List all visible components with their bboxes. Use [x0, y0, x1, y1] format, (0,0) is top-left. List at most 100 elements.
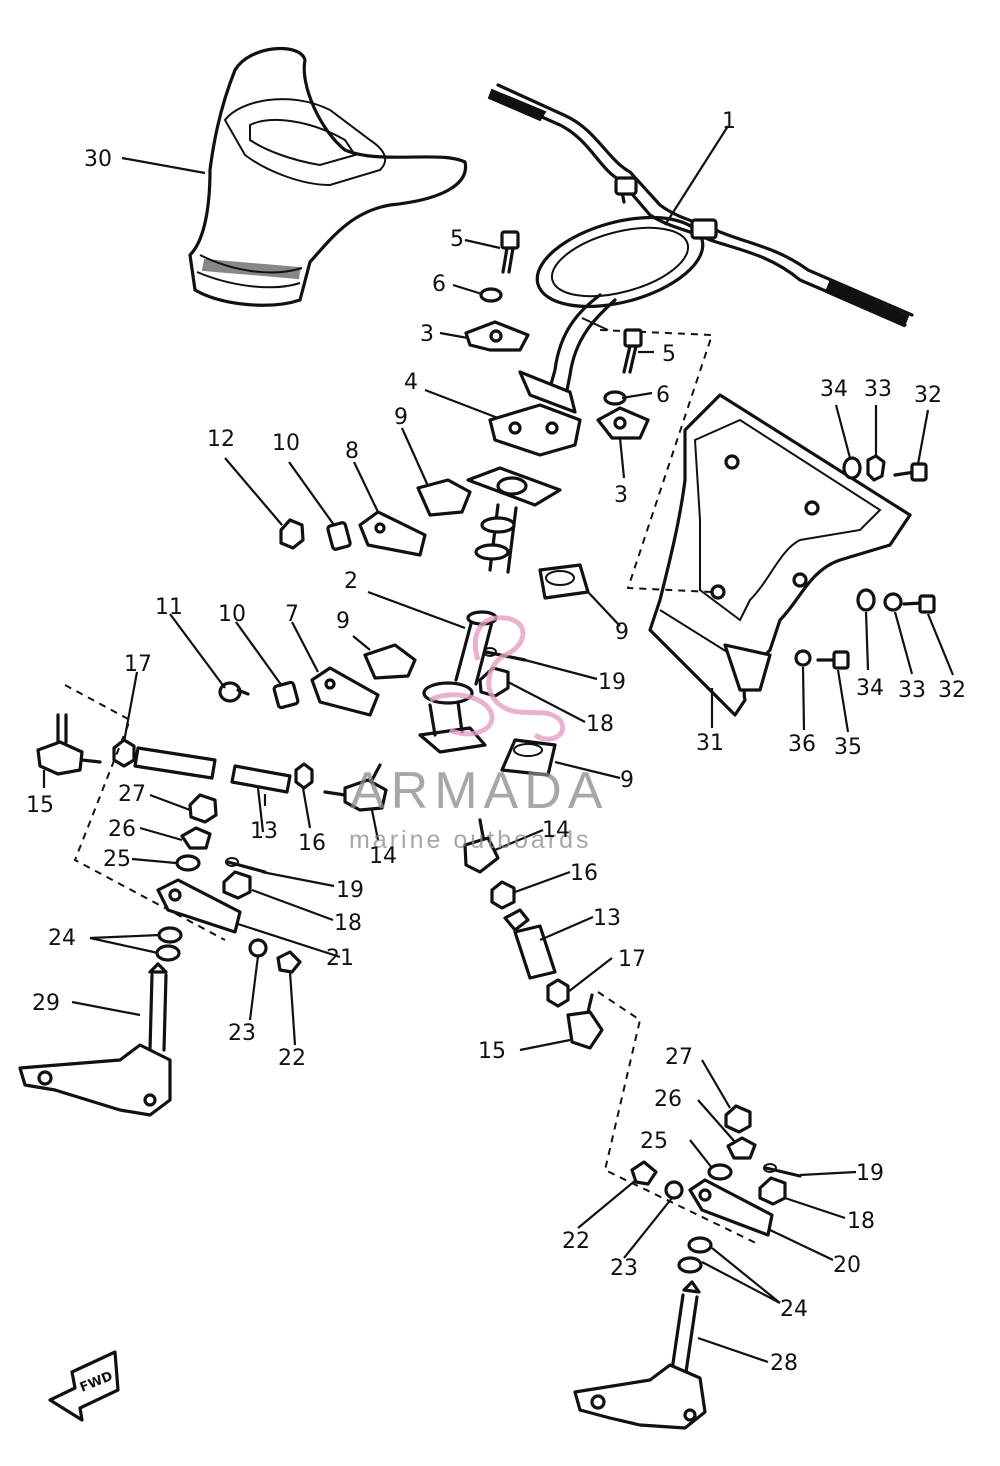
- part-25-washer-right: [707, 1163, 733, 1181]
- part-24-washers-right: [677, 1236, 713, 1274]
- part-26-collar-left: [180, 826, 212, 850]
- watermark-tagline: marine outboards: [349, 826, 592, 854]
- part-13-rod-right: [503, 908, 557, 980]
- part-34-washer-lower: [856, 588, 876, 612]
- callout-8: 8: [345, 439, 359, 464]
- callout-2: 2: [344, 569, 358, 594]
- callout-7: 7: [285, 602, 299, 627]
- callout-33: 33: [864, 377, 892, 402]
- callout-19: 19: [856, 1161, 884, 1186]
- callout-24: 24: [48, 926, 76, 951]
- callout-18: 18: [847, 1209, 875, 1234]
- dashed-guide-right: [597, 991, 761, 1246]
- callout-22: 22: [278, 1046, 306, 1071]
- callout-1: 1: [722, 109, 736, 134]
- part-34-washer-upper: [842, 456, 862, 480]
- part-18-nut-upper: [478, 666, 510, 698]
- part-15-joint-right: [566, 993, 604, 1050]
- part-36-washer: [794, 649, 812, 667]
- part-4-holder: [488, 403, 582, 457]
- part-19-cotter-left: [225, 857, 267, 874]
- part-12-nut: [279, 518, 305, 550]
- callout-31: 31: [696, 731, 724, 756]
- part-24-washers-left: [155, 926, 183, 962]
- part-18-nut-right: [758, 1176, 787, 1206]
- part-21-arm-left: [156, 878, 242, 934]
- callout-25: 25: [103, 847, 131, 872]
- part-10-collar-a: [326, 521, 352, 551]
- callout-9: 9: [615, 620, 629, 645]
- callout-5: 5: [662, 342, 676, 367]
- part-10-collar-b: [272, 680, 300, 710]
- part-3-clamp-lower: [596, 406, 650, 440]
- callout-6: 6: [656, 383, 670, 408]
- callout-23: 23: [610, 1256, 638, 1281]
- leader-lines: [42, 125, 955, 1364]
- callout-4: 4: [404, 370, 418, 395]
- part-27-nut-left: [188, 793, 218, 824]
- part-32-bolt-lower: [902, 594, 936, 614]
- callout-26: 26: [654, 1087, 682, 1112]
- part-7-arm: [310, 666, 380, 717]
- watermark: ARMADA marine outboards: [349, 615, 602, 854]
- callout-5: 5: [450, 227, 464, 252]
- callout-18: 18: [586, 712, 614, 737]
- callout-14: 14: [369, 844, 397, 869]
- callout-27: 27: [665, 1045, 693, 1070]
- part-6-washer-upper: [479, 287, 503, 303]
- part-26-collar-right: [726, 1136, 757, 1160]
- callout-30: 30: [84, 147, 112, 172]
- dashed-guide-handlebar: [599, 329, 714, 593]
- part-19-cotter-right: [763, 1163, 802, 1178]
- callout-12: 12: [207, 427, 235, 452]
- part-25-washer-left: [175, 854, 201, 872]
- part-8-arm: [358, 510, 427, 557]
- part-1-handlebar: [487, 83, 914, 414]
- part-28-knuckle-right: [573, 1280, 707, 1430]
- part-13-rod-left: [133, 746, 292, 794]
- dashed-guide-left: [64, 684, 226, 941]
- callout-9: 9: [336, 609, 350, 634]
- callout-35: 35: [834, 735, 862, 760]
- callout-13: 13: [250, 819, 278, 844]
- part-32-bolt-upper: [893, 462, 928, 482]
- callout-33: 33: [898, 678, 926, 703]
- callout-16: 16: [298, 831, 326, 856]
- callout-10: 10: [272, 431, 300, 456]
- callout-14: 14: [542, 818, 570, 843]
- callout-9: 9: [394, 405, 408, 430]
- callout-15: 15: [26, 793, 54, 818]
- part-20-arm-right: [688, 1178, 774, 1237]
- part-9-holder-b: [538, 563, 590, 600]
- callout-22: 22: [562, 1229, 590, 1254]
- part-29-knuckle-left: [18, 962, 172, 1117]
- part-30-cover: [188, 46, 468, 307]
- callout-21: 21: [326, 946, 354, 971]
- fwd-arrow-icon: FWD: [48, 1350, 120, 1422]
- part-9-holder-a: [416, 478, 472, 517]
- part-16-nut-left: [294, 762, 314, 790]
- callout-3: 3: [614, 483, 628, 508]
- callout-19: 19: [336, 878, 364, 903]
- callout-15: 15: [478, 1039, 506, 1064]
- callout-17: 17: [124, 652, 152, 677]
- part-5-bolt-upper: [500, 230, 520, 274]
- callout-32: 32: [914, 383, 942, 408]
- callout-27: 27: [118, 782, 146, 807]
- callout-11: 11: [155, 595, 183, 620]
- part-5-bolt-lower: [622, 328, 643, 374]
- callout-13: 13: [593, 906, 621, 931]
- callout-24: 24: [780, 1297, 808, 1322]
- part-17-nut-right: [546, 978, 570, 1008]
- callout-19: 19: [598, 670, 626, 695]
- callouts: 30 1 5 6 3 5 6 3 4 12 10 8 9 2 9 11 10 7…: [26, 109, 966, 1376]
- part-33-washer-lower: [883, 592, 903, 612]
- callout-28: 28: [770, 1351, 798, 1376]
- callout-10: 10: [218, 602, 246, 627]
- callout-23: 23: [228, 1021, 256, 1046]
- callout-25: 25: [640, 1129, 668, 1154]
- part-23-washer-left: [248, 938, 268, 958]
- watermark-logo: [428, 615, 565, 742]
